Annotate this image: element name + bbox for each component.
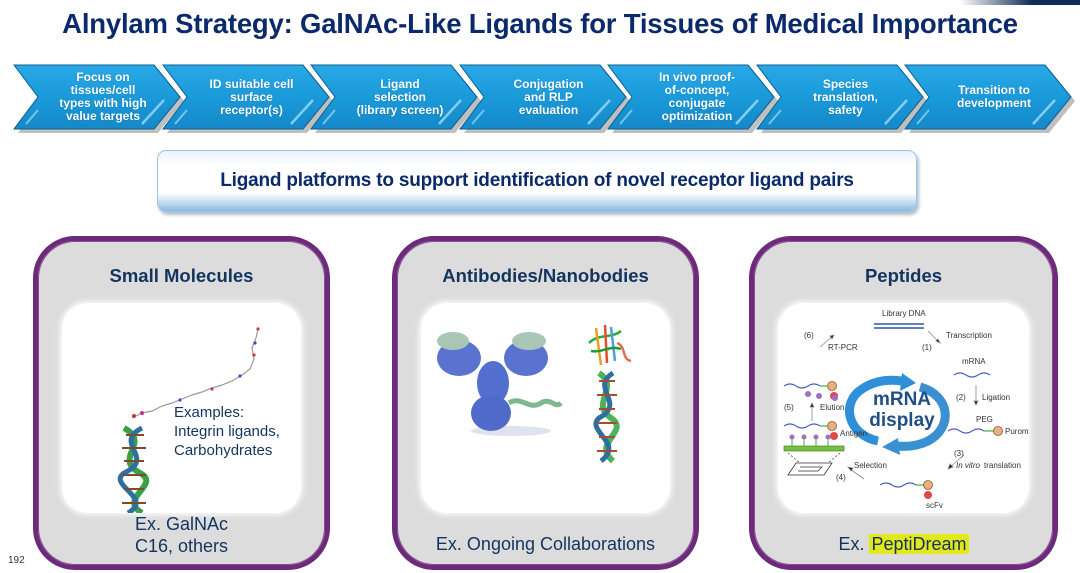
label-elution: Elution [820, 403, 845, 412]
label-library-dna: Library DNA [882, 309, 926, 318]
antibody-icon [437, 332, 563, 436]
process-step-4: Conjugation and RLP evaluation [458, 64, 630, 133]
footer-prefix: Ex. [838, 534, 870, 554]
label-transcription: Transcription [946, 331, 992, 340]
process-step-label: In vivo proof- of-concept, conjugate opt… [659, 70, 735, 123]
process-step-label: Species translation, safety [813, 76, 878, 117]
label-step-1: (1) [922, 343, 932, 352]
library-dna-icon [874, 323, 924, 329]
process-step-5: In vivo proof- of-concept, conjugate opt… [607, 64, 778, 133]
examples-text: Examples: Integrin ligands, Carbohydrate… [174, 404, 280, 459]
process-step-label: ID suitable cell surface receptor(s) [209, 76, 294, 117]
mrna-display-label: mRNA display [869, 389, 935, 431]
card-peptides: Peptides [749, 236, 1058, 570]
process-step-7: Transition to development [904, 64, 1075, 133]
process-step-label: Ligand selection (library screen) [356, 76, 444, 117]
dna-helix-icon [593, 370, 620, 464]
card-small-molecules: Small Molecules Examples: Integrin ligan… [33, 236, 330, 570]
chevron-arrow-icon [13, 64, 184, 133]
process-step-6: Species translation, safety [755, 64, 927, 133]
process-step-label: Focus on tissues/cell types with high va… [59, 70, 147, 123]
process-step-label: Transition to development [956, 83, 1031, 110]
process-arrows [809, 330, 979, 480]
process-step-label: Conjugation and RLP evaluation [513, 76, 584, 117]
process-step-3: Ligand selection (library screen) [310, 64, 481, 133]
label-mrna: mRNA [962, 357, 986, 366]
slide-number: 192 [8, 555, 25, 566]
process-step-1: Focus on tissues/cell types with high va… [13, 64, 184, 133]
antigen-icons [783, 391, 845, 476]
chevron-arrow-icon [904, 64, 1075, 133]
label-peg: PEG [976, 415, 993, 424]
dna-helix-icon [117, 425, 150, 513]
small-molecule-illustration [117, 327, 260, 513]
label-step-5: (5) [784, 403, 794, 412]
card-footer: Ex. PeptiDream [754, 511, 1053, 555]
label-antigen: Antigen [840, 429, 868, 438]
label-step-3: (3) [954, 449, 964, 458]
card-footer: Ex. GalNAc C16, others [134, 514, 229, 556]
card-title: Peptides [864, 265, 943, 286]
mrna-strands [783, 372, 991, 488]
cycle-arrowhead-icon [900, 373, 916, 391]
chevron-arrow-icon [161, 64, 333, 133]
card-title: Small Molecules [109, 265, 254, 286]
slide-title: Alnylam Strategy: GalNAc-Like Ligands fo… [62, 8, 1018, 39]
card-image-panel [421, 303, 670, 513]
label-step-4: (4) [836, 473, 846, 482]
card-footer: Ex. Ongoing Collaborations [435, 534, 656, 554]
process-flow: Focus on tissues/cell types with high va… [13, 64, 1075, 134]
chevron-arrow-icon [607, 64, 778, 133]
corner-decoration [960, 0, 1080, 5]
label-selection: Selection [854, 461, 887, 470]
label-translation: translation [984, 461, 1021, 470]
card-image-panel: Examples: Integrin ligands, Carbohydrate… [62, 303, 301, 513]
label-puromycin: Puromycin [1005, 427, 1029, 436]
cycle-arrows-icon [845, 375, 950, 451]
label-rt-pcr: RT-PCR [828, 343, 858, 352]
label-step-2: (2) [956, 393, 966, 402]
card-title: Antibodies/Nanobodies [442, 265, 649, 286]
puromycin-p-icons [820, 381, 1003, 490]
banner-text: Ligand platforms to support identificati… [220, 170, 854, 191]
mrna-display-cycle [783, 323, 1003, 499]
chevron-arrow-icon [310, 64, 481, 133]
label-ligation: Ligation [982, 393, 1011, 402]
label-step-6: (6) [804, 331, 814, 340]
label-scfv: scFv [926, 501, 943, 510]
label-in-vitro: In vitro [956, 461, 981, 470]
card-antibodies-nanobodies: Antibodies/Nanobodies [392, 236, 699, 570]
nanobody-icon [588, 324, 632, 366]
antibody-illustration [437, 324, 632, 464]
process-step-2: ID suitable cell surface receptor(s) [161, 64, 333, 133]
cycle-arrowhead-icon [882, 438, 900, 455]
platform-banner: Ligand platforms to support identificati… [157, 150, 917, 212]
mrna-display-diagram: Library DNA Transcription (1) mRNA (2) L… [778, 303, 1029, 513]
chevron-arrow-icon [755, 64, 927, 133]
chevron-arrow-icon [458, 64, 630, 133]
peptidream-highlight: PeptiDream [869, 534, 969, 554]
